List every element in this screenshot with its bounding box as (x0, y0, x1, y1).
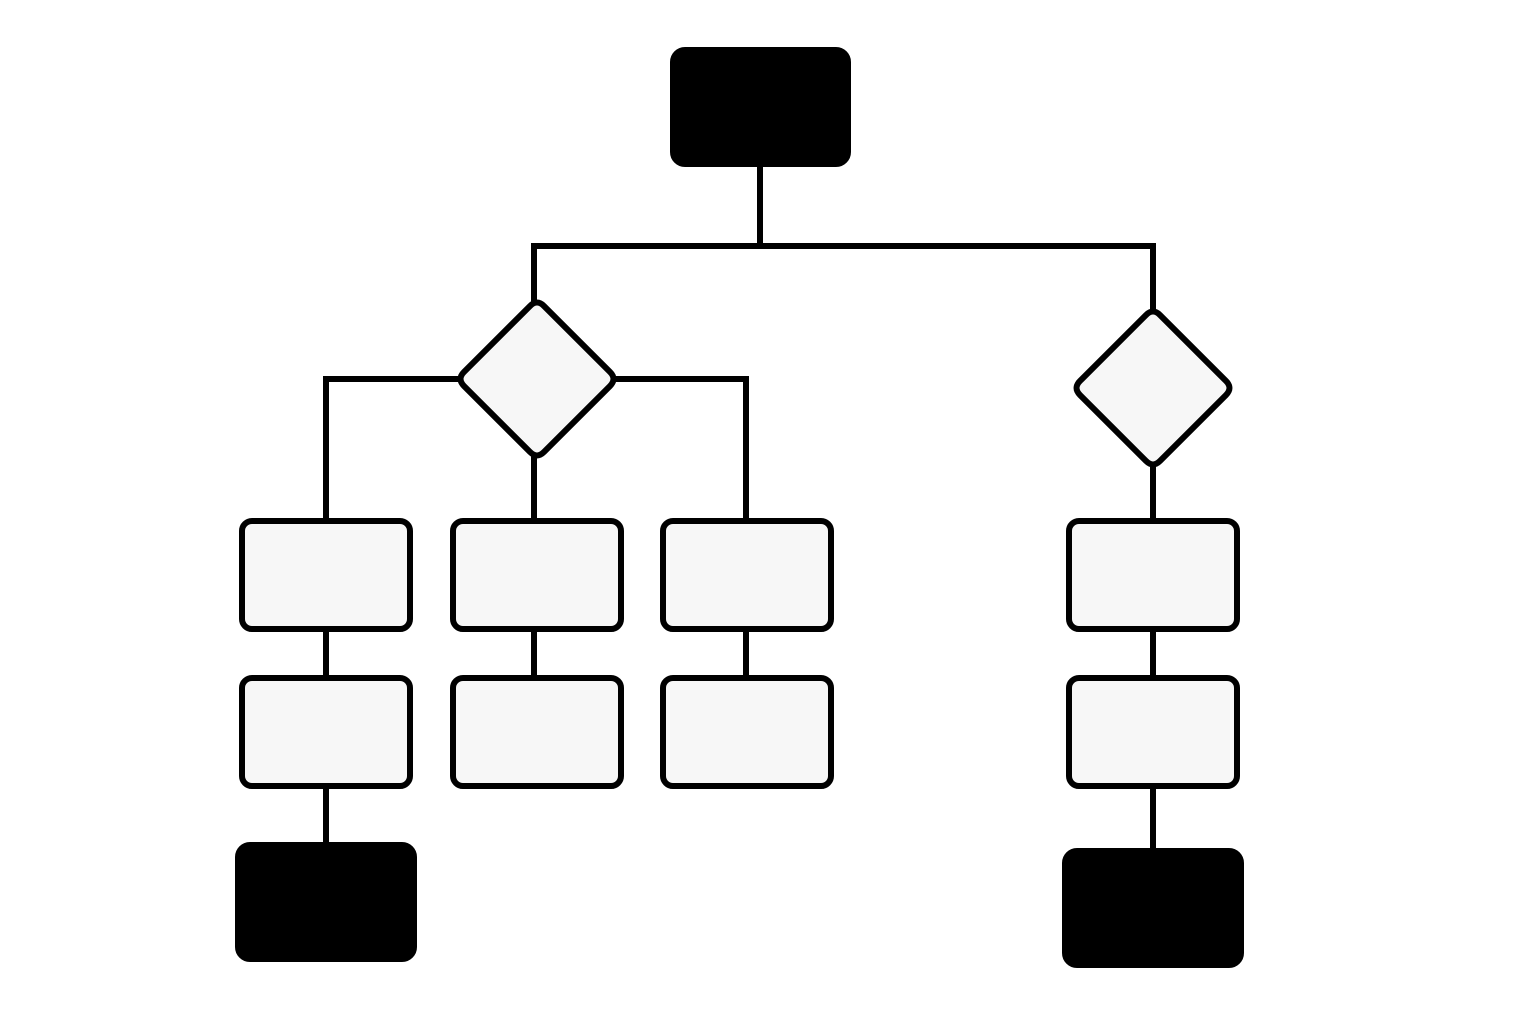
connector-start-to-decision-left (531, 161, 763, 302)
process-node-process-d1 (1066, 518, 1240, 632)
terminal-node-end-left (235, 842, 417, 962)
process-node-process-a1 (239, 518, 413, 632)
terminal-node-end-right (1062, 848, 1244, 968)
connector-decision-left-to-process-c1 (614, 376, 749, 524)
process-node-process-a2 (239, 675, 413, 789)
terminal-node-start (670, 47, 851, 167)
process-node-process-b1 (450, 518, 624, 632)
connector-start-to-decision-right (757, 243, 1156, 311)
connector-decision-left-to-process-a1 (323, 376, 460, 524)
decision-node-decision-left (457, 299, 617, 459)
connector-layer (323, 161, 1156, 854)
process-node-process-d2 (1066, 675, 1240, 789)
node-layer (235, 47, 1244, 968)
process-node-process-b2 (450, 675, 624, 789)
process-node-process-c2 (660, 675, 834, 789)
decision-node-decision-right (1073, 308, 1233, 468)
process-node-process-c1 (660, 518, 834, 632)
